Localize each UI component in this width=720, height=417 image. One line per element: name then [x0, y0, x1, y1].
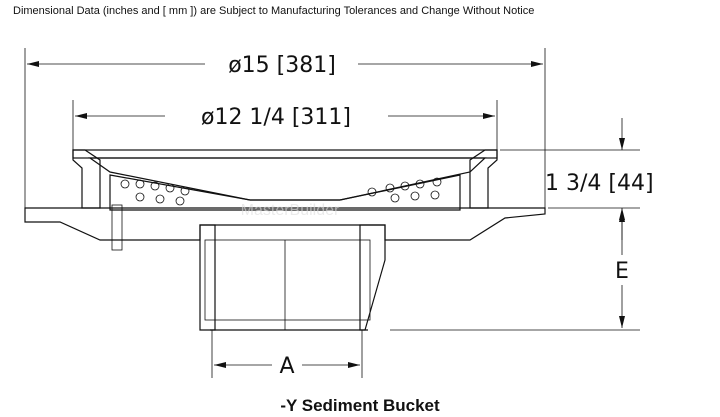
grate-height-label: 1 3/4 [44] — [545, 171, 654, 196]
outlet-dimension: A — [214, 354, 360, 379]
grate-height-dimension: 1 3/4 [44] — [545, 118, 654, 240]
grate-diameter-label: ø12 1/4 [311] — [201, 105, 351, 130]
watermark: MasterBuilder — [241, 202, 340, 219]
grate — [72, 149, 498, 209]
outlet-label: A — [279, 354, 294, 379]
body-depth-label: E — [615, 259, 629, 284]
drawing-caption: -Y Sediment Bucket — [280, 396, 440, 415]
tolerance-note: Dimensional Data (inches and [ mm ]) are… — [13, 5, 535, 17]
grate-diameter-dimension: ø12 1/4 [311] — [75, 105, 495, 130]
body-depth-dimension: E — [615, 210, 629, 328]
overall-diameter-dimension: ø15 [381] — [27, 53, 543, 78]
overall-diameter-label: ø15 [381] — [228, 53, 336, 78]
drain-body — [24, 204, 546, 331]
extension-lines — [24, 48, 640, 378]
